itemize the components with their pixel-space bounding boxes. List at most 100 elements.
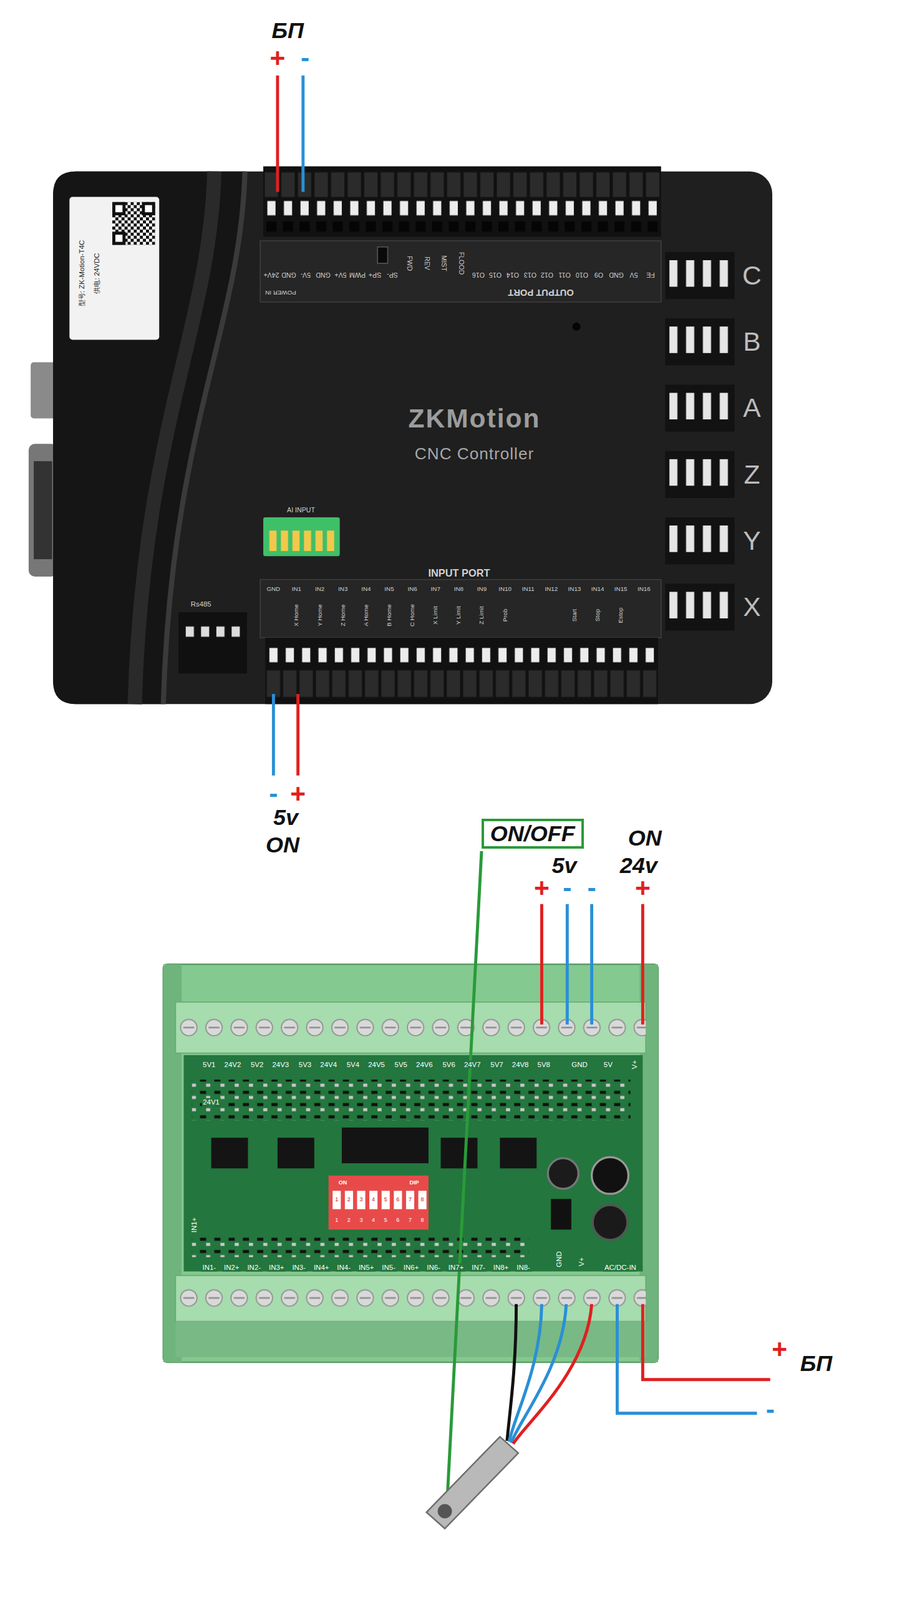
switch-text: DIP	[408, 1179, 421, 1186]
smd-parts	[192, 1236, 529, 1257]
connector-name: Rs485	[190, 600, 212, 609]
pin-name: 5V-	[299, 270, 312, 279]
terminal-teeth	[265, 637, 659, 704]
axis-connector	[664, 583, 735, 631]
port-heading: POWER IN	[263, 289, 298, 297]
polarity-sign: +	[269, 43, 286, 73]
axis-pins	[669, 392, 733, 420]
din-rail-foot	[175, 1321, 646, 1357]
capacitor	[591, 1156, 629, 1194]
polarity-sign: +	[533, 873, 550, 903]
terminal-name: IN6-	[425, 1263, 442, 1272]
pin-name: IN15	[613, 585, 629, 592]
axis-connector	[664, 318, 735, 365]
pin-function: Estop	[617, 606, 625, 625]
regulator	[550, 1198, 572, 1229]
output-wire-plus	[296, 693, 300, 776]
terminal-block	[265, 637, 659, 704]
on-off-leader	[446, 850, 482, 1506]
slide-switch	[377, 247, 388, 264]
terminal-name: IN4+	[312, 1263, 330, 1272]
polarity-sign: -	[562, 873, 572, 903]
label-band	[260, 240, 662, 302]
terminal-name: IN3-	[290, 1263, 307, 1272]
terminal-name: 5V2	[249, 1060, 265, 1069]
sticker	[69, 197, 160, 340]
pin-name: IN10	[497, 585, 513, 592]
terminal-name: IN8-	[515, 1263, 532, 1272]
terminal-name: IN1-	[200, 1263, 218, 1272]
pin-name: IN14	[590, 585, 606, 592]
pin-function: Z Limit	[478, 605, 486, 626]
dip-actuator	[381, 1190, 390, 1209]
ai-connector	[263, 517, 340, 556]
pin-name: PWM	[348, 270, 367, 279]
pin-name: MIST	[440, 253, 448, 272]
terminal-block	[175, 1275, 646, 1322]
polarity-sign: -	[268, 779, 278, 809]
terminal-name: 24V1	[201, 1097, 221, 1106]
sticker-text: 供电: 24VDC	[92, 252, 102, 296]
pin-name: FWD	[405, 254, 413, 272]
switch-number: 4	[370, 1196, 377, 1203]
pin-name: IN12	[543, 585, 559, 592]
port-heading: OUTPUT PORT	[506, 287, 575, 298]
pin-function: X Home	[293, 603, 301, 628]
optocoupler	[441, 1137, 478, 1168]
dip-actuator	[332, 1190, 341, 1209]
dip-actuator	[344, 1190, 354, 1209]
terminal-screws	[175, 1004, 646, 1050]
pin-function: C Home	[409, 602, 417, 628]
axis-pins	[669, 591, 733, 619]
pin-name: IN3	[336, 585, 349, 592]
pin-name: GND	[265, 585, 282, 592]
rs485-pins	[182, 624, 244, 639]
axis-pins	[669, 459, 733, 486]
terminal-name: 24V5	[366, 1060, 387, 1069]
pin-name: IN2	[313, 585, 326, 592]
pin-name: 5V+	[333, 270, 348, 279]
box-text: ON/OFF	[490, 821, 576, 846]
pin-name: REV	[422, 255, 431, 272]
state-label: ON	[265, 832, 300, 858]
axis-connector	[664, 451, 735, 498]
axis-connector	[664, 517, 735, 564]
pin-name: GND	[280, 270, 298, 279]
switch-number: 8	[419, 1196, 426, 1203]
proximity-sensor	[426, 1435, 519, 1528]
pin-function: Z Home	[339, 603, 347, 628]
terminal-name: 24V4	[318, 1060, 339, 1069]
pin-name: GND	[314, 270, 332, 279]
optocoupler	[277, 1137, 315, 1168]
psu-wire-minus	[616, 1303, 757, 1413]
polarity-sign: +	[771, 1334, 788, 1364]
pin-function: B Home	[386, 603, 393, 628]
switch-number: 3	[358, 1217, 364, 1224]
axis-letter: Z	[743, 459, 760, 490]
pin-function: Prob	[501, 607, 509, 624]
terminal-name: 5V	[602, 1060, 614, 1069]
switch-label-box: ON/OFF	[481, 818, 584, 849]
terminal-name: 5V8	[536, 1060, 552, 1069]
sensor-face	[437, 1503, 453, 1518]
power-wire-minus	[301, 75, 305, 192]
axis-letter: A	[742, 393, 761, 423]
dip-actuator	[393, 1190, 402, 1209]
pin-name: O13	[522, 270, 538, 279]
sensor-wire-red	[513, 1303, 592, 1444]
terminal-name: GND	[570, 1060, 589, 1069]
wire-minus	[590, 903, 594, 1025]
terminal-name: IN5-	[380, 1263, 397, 1272]
ai-pins	[267, 530, 337, 551]
axis-connector	[664, 252, 735, 299]
chip	[341, 1127, 429, 1163]
dip-actuator	[418, 1190, 427, 1209]
pin-name: IN16	[636, 585, 652, 592]
pin-name: IN7	[429, 585, 442, 592]
state-label: ON	[628, 825, 662, 851]
axis-letter: B	[742, 327, 761, 357]
pin-function: Stop	[594, 607, 602, 623]
switch-number: 5	[383, 1196, 389, 1203]
pin-name: O10	[574, 270, 590, 279]
